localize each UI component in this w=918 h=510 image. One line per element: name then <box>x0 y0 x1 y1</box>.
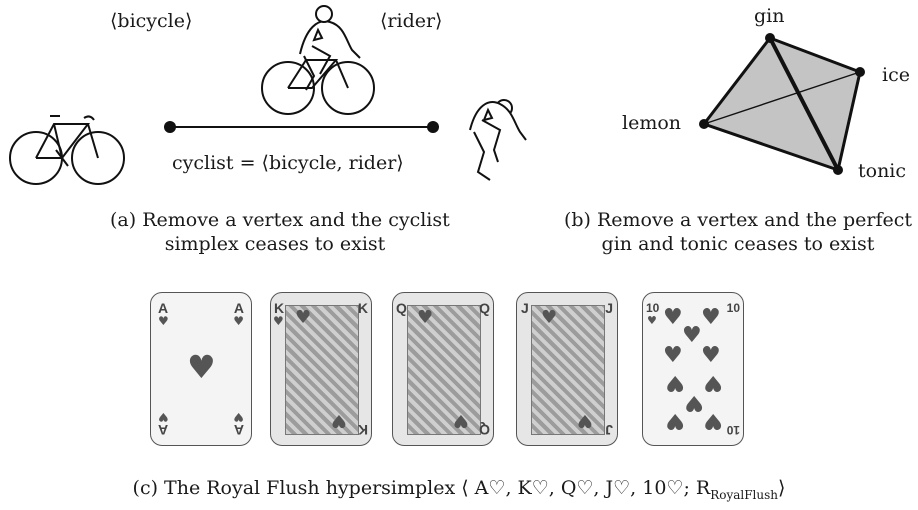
caption-b-line1: (b) Remove a vertex and the perfect <box>563 209 913 231</box>
card-rank: K <box>357 422 368 438</box>
rider-icon <box>469 99 527 181</box>
heart-icon: ♥ <box>682 323 702 348</box>
card-king-hearts: K ♥ K ♥ K ♥ <box>270 292 372 446</box>
heart-icon: ♥ <box>541 307 558 328</box>
card-rank: J <box>521 300 529 316</box>
heart-icon: ♥ <box>417 307 434 328</box>
edge-ice-tonic <box>836 71 862 171</box>
caption-a: (a) Remove a vertex and the cyclist simp… <box>110 208 450 256</box>
caption-c-subscript: RoyalFlush <box>710 487 779 502</box>
card-rank: A <box>233 300 244 316</box>
heart-icon: ♥ <box>701 343 721 368</box>
edge-lemon-ice <box>703 71 861 125</box>
heart-icon: ♥ <box>295 307 312 328</box>
caption-b: (b) Remove a vertex and the perfect gin … <box>560 208 916 256</box>
heart-icon: ♥ <box>663 305 683 330</box>
edge-lemon-gin <box>702 37 772 125</box>
edge-gin-ice <box>769 36 861 74</box>
card-rank: K <box>274 300 285 316</box>
edge-lemon-tonic <box>703 122 839 172</box>
bicycle-icon <box>9 115 125 185</box>
heart-icon: ♥ <box>665 408 685 433</box>
caption-a-line1: (a) Remove a vertex and the cyclist <box>110 209 450 231</box>
heart-icon: ♥ <box>576 410 593 431</box>
cyclist-equation: cyclist = ⟨bicycle, rider⟩ <box>172 152 404 174</box>
card-rank: K <box>357 300 368 316</box>
cyclist-icon <box>261 5 375 115</box>
heart-icon: ♥ <box>187 348 216 386</box>
card-rank: A <box>158 422 169 438</box>
heart-icon: ♥ <box>684 390 704 415</box>
heart-icon: ♥ <box>701 305 721 330</box>
heart-icon: ♥ <box>330 410 347 431</box>
card-suit-small: ♥ <box>233 314 244 328</box>
vertex-lemon-label: lemon <box>622 112 682 134</box>
caption-b-line2: gin and tonic ceases to exist <box>601 233 875 255</box>
card-rank: 10 <box>726 423 740 437</box>
card-queen-hearts: Q Q ♥ Q ♥ <box>392 292 494 446</box>
card-rank: J <box>605 422 613 438</box>
caption-c: (c) The Royal Flush hypersimplex ⟨ A♡, K… <box>100 476 818 507</box>
heart-icon: ♥ <box>663 343 683 368</box>
card-ten-hearts: 10 ♥ 10 ♥ ♥ ♥ ♥ ♥ 10 ♥ ♥ ♥ ♥ ♥ <box>642 292 744 446</box>
vertex-tonic <box>833 165 843 175</box>
card-ace-hearts: A ♥ A ♥ ♥ A ♥ A ♥ <box>150 292 252 446</box>
jack-portrait <box>531 305 605 435</box>
vertex-tonic-label: tonic <box>858 160 907 182</box>
vertex-gin <box>765 33 775 43</box>
card-suit-small: ♥ <box>158 314 169 328</box>
card-suit-small: ♥ <box>233 410 244 424</box>
card-suit-small: ♥ <box>158 410 169 424</box>
simplex-edge <box>164 121 439 133</box>
king-portrait <box>285 305 359 435</box>
caption-c-suffix: ⟩ <box>778 477 786 499</box>
vertex-lemon <box>699 119 709 129</box>
queen-portrait <box>407 305 481 435</box>
card-rank: Q <box>396 300 407 316</box>
heart-icon: ♥ <box>452 410 469 431</box>
card-rank: Q <box>479 300 490 316</box>
heart-icon: ♥ <box>665 370 685 395</box>
card-rank: Q <box>479 422 490 438</box>
card-rank: A <box>158 300 169 316</box>
card-rank: 10 <box>646 301 660 315</box>
card-rank: J <box>605 300 613 316</box>
caption-a-line2: simplex ceases to exist <box>164 233 386 255</box>
card-suit-small: ♥ <box>647 314 657 327</box>
card-suit-small: ♥ <box>273 314 284 328</box>
bicycle-label: ⟨bicycle⟩ <box>110 10 193 32</box>
caption-c-prefix: (c) The Royal Flush hypersimplex ⟨ A♡, K… <box>132 477 711 499</box>
vertex-ice-label: ice <box>882 64 910 86</box>
card-rank: A <box>233 422 244 438</box>
vertex-ice <box>855 67 865 77</box>
vertex-gin-label: gin <box>754 5 785 27</box>
card-jack-hearts: J J ♥ J ♥ <box>516 292 618 446</box>
edge-gin-tonic <box>768 37 840 171</box>
rider-label: ⟨rider⟩ <box>380 10 443 32</box>
card-rank: 10 <box>726 301 740 315</box>
heart-icon: ♥ <box>703 370 723 395</box>
heart-icon: ♥ <box>703 408 723 433</box>
